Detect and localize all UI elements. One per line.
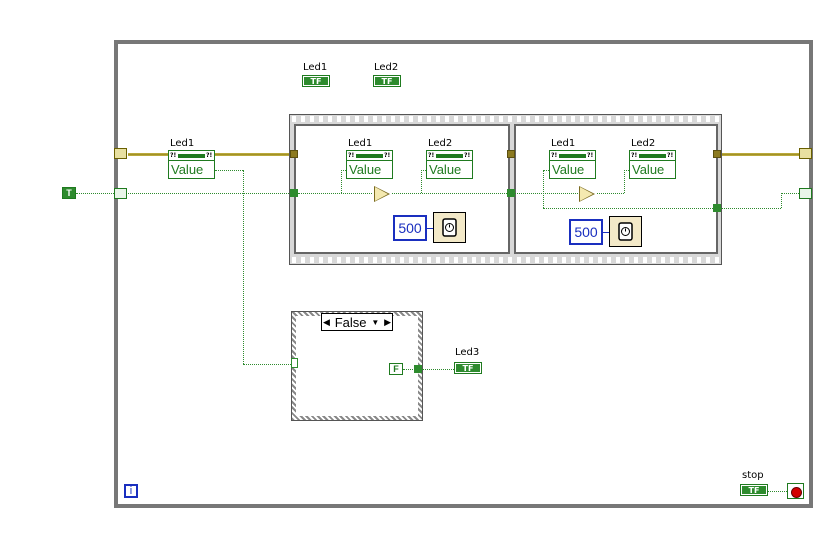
frame1-led2-label: Led2 [428,138,453,149]
frame1-not-to-led2-h [421,170,426,171]
frame1-not-to-led2 [421,170,422,193]
frame2-not-out [597,193,624,194]
true-constant[interactable]: T [62,187,76,199]
sequence-sprockets-bottom [292,257,720,263]
case-next-icon[interactable]: ▶ [384,316,391,327]
frame1-led1-label: Led1 [348,138,373,149]
led1-terminal[interactable]: TF [302,75,330,87]
bool-wire-main [128,193,293,194]
bool-tunnel-2 [507,189,515,197]
frame1-bool-wire-to-led1 [341,170,346,171]
bool-wire-out-up [781,193,782,208]
stop-wire [768,491,787,492]
shift-register-left-bool[interactable] [114,188,127,199]
frame2-wait-constant[interactable]: 500 [569,219,603,245]
frame1-bool-wire [298,193,372,194]
led2-terminal[interactable]: TF [373,75,401,87]
case-output-tunnel [414,365,422,373]
case-selector-terminal [291,358,298,368]
led1-value-wire-to-case [243,364,293,365]
stop-terminal-label: stop [742,470,764,481]
iteration-terminal: i [124,484,138,498]
case-selector-label: False [334,314,367,330]
error-tunnel-1 [290,150,298,158]
frame2-bool-wire [515,193,578,194]
bool-tunnel-3 [713,204,721,212]
frame1-not-out [392,193,507,194]
shift-register-right-bool[interactable] [799,188,812,199]
frame2-led1-node[interactable]: ?!?! Value [549,150,596,179]
frame1-wait-wire [427,228,433,229]
frame2-bool-wire-to-led1 [543,170,549,171]
led1-property-node[interactable]: ?!?! Value [168,150,215,179]
bool-wire-out-right [781,193,799,194]
led1-node-label: Led1 [170,138,195,149]
frame2-led1-label: Led1 [551,138,576,149]
case-dropdown-icon[interactable]: ▼ [371,317,380,327]
false-wire [403,369,417,370]
frame2-led2-node[interactable]: ?!?! Value [629,150,676,179]
bool-wire-out [721,208,781,209]
frame1-not-function [374,186,390,202]
bool-tunnel-1 [290,189,298,197]
loop-condition-stop-icon[interactable] [787,483,804,499]
frame2-led2-label: Led2 [631,138,656,149]
sequence-sprockets-top [292,116,720,122]
shift-register-left-error[interactable] [114,148,127,159]
frame2-wait-wire [603,232,609,233]
frame1-wait-ms-function [433,212,466,243]
error-tunnel-2 [507,150,515,158]
clock-icon [442,218,457,237]
case-prev-icon[interactable]: ◀ [323,316,330,327]
led2-terminal-label: Led2 [374,62,399,73]
clock-icon [618,222,633,241]
false-constant[interactable]: F [389,363,403,375]
frame2-not-to-led2-h [624,170,629,171]
frame2-bool-bypass [543,208,713,209]
case-selector[interactable]: ◀ False ▼ ▶ [321,313,393,331]
while-loop-border [114,40,813,508]
frame2-not-to-led2 [624,170,625,193]
stop-terminal[interactable]: TF [740,484,768,496]
led1-terminal-label: Led1 [303,62,328,73]
frame2-not-function [579,186,595,202]
frame1-bool-wire-up [341,170,342,193]
led3-terminal[interactable]: TF [454,362,482,374]
frame2-wait-ms-function [609,216,642,247]
shift-register-right-error[interactable] [799,148,812,159]
led3-terminal-label: Led3 [455,347,480,358]
led3-wire [422,369,454,370]
led1-value-wire [215,170,243,171]
error-tunnel-3 [713,150,721,158]
stop-sign-icon [791,487,802,498]
frame2-bool-wire-up [543,170,544,208]
bool-wire-init [76,193,114,194]
led1-value-wire-down [243,170,244,364]
frame1-wait-constant[interactable]: 500 [393,215,427,241]
frame1-led2-node[interactable]: ?!?! Value [426,150,473,179]
frame1-led1-node[interactable]: ?!?! Value [346,150,393,179]
